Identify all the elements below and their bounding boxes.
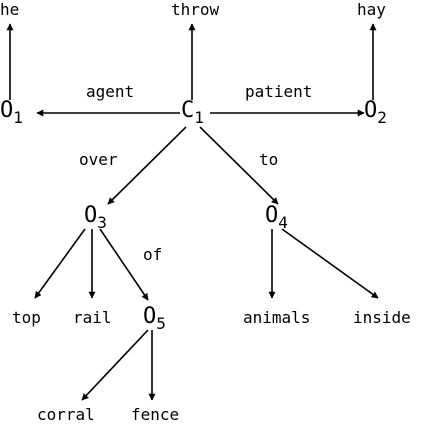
edge-label-over: over [79,150,118,169]
edge-label-to: to [259,150,279,169]
arrow-o4-inside [281,228,379,299]
node-o5: O5 [143,304,166,333]
arrow-c1-o4-to [199,126,279,205]
leaf-hay: hay [357,0,386,19]
leaf-inside: inside [353,308,411,327]
leaf-fence: fence [131,405,180,424]
edge-label-patient: patient [245,82,313,101]
arrow-c1-o3-over [107,126,187,205]
node-c1: C1 [181,98,204,127]
edge-label-agent: agent [86,82,135,101]
arrow-o3-o5-of [99,228,149,301]
arrow-o3-top [34,228,86,299]
leaf-corral: corral [37,405,95,424]
node-o3: O3 [84,203,107,232]
leaf-throw: throw [171,0,220,19]
node-o2: O2 [364,98,387,127]
node-o1: O1 [0,98,23,127]
edge-label-of: of [143,245,163,264]
node-o4: O4 [265,203,288,232]
leaf-rail: rail [73,308,112,327]
leaf-top: top [12,308,41,327]
leaf-he: he [0,0,20,19]
arrow-o5-corral [81,329,149,401]
leaf-animals: animals [243,308,311,327]
